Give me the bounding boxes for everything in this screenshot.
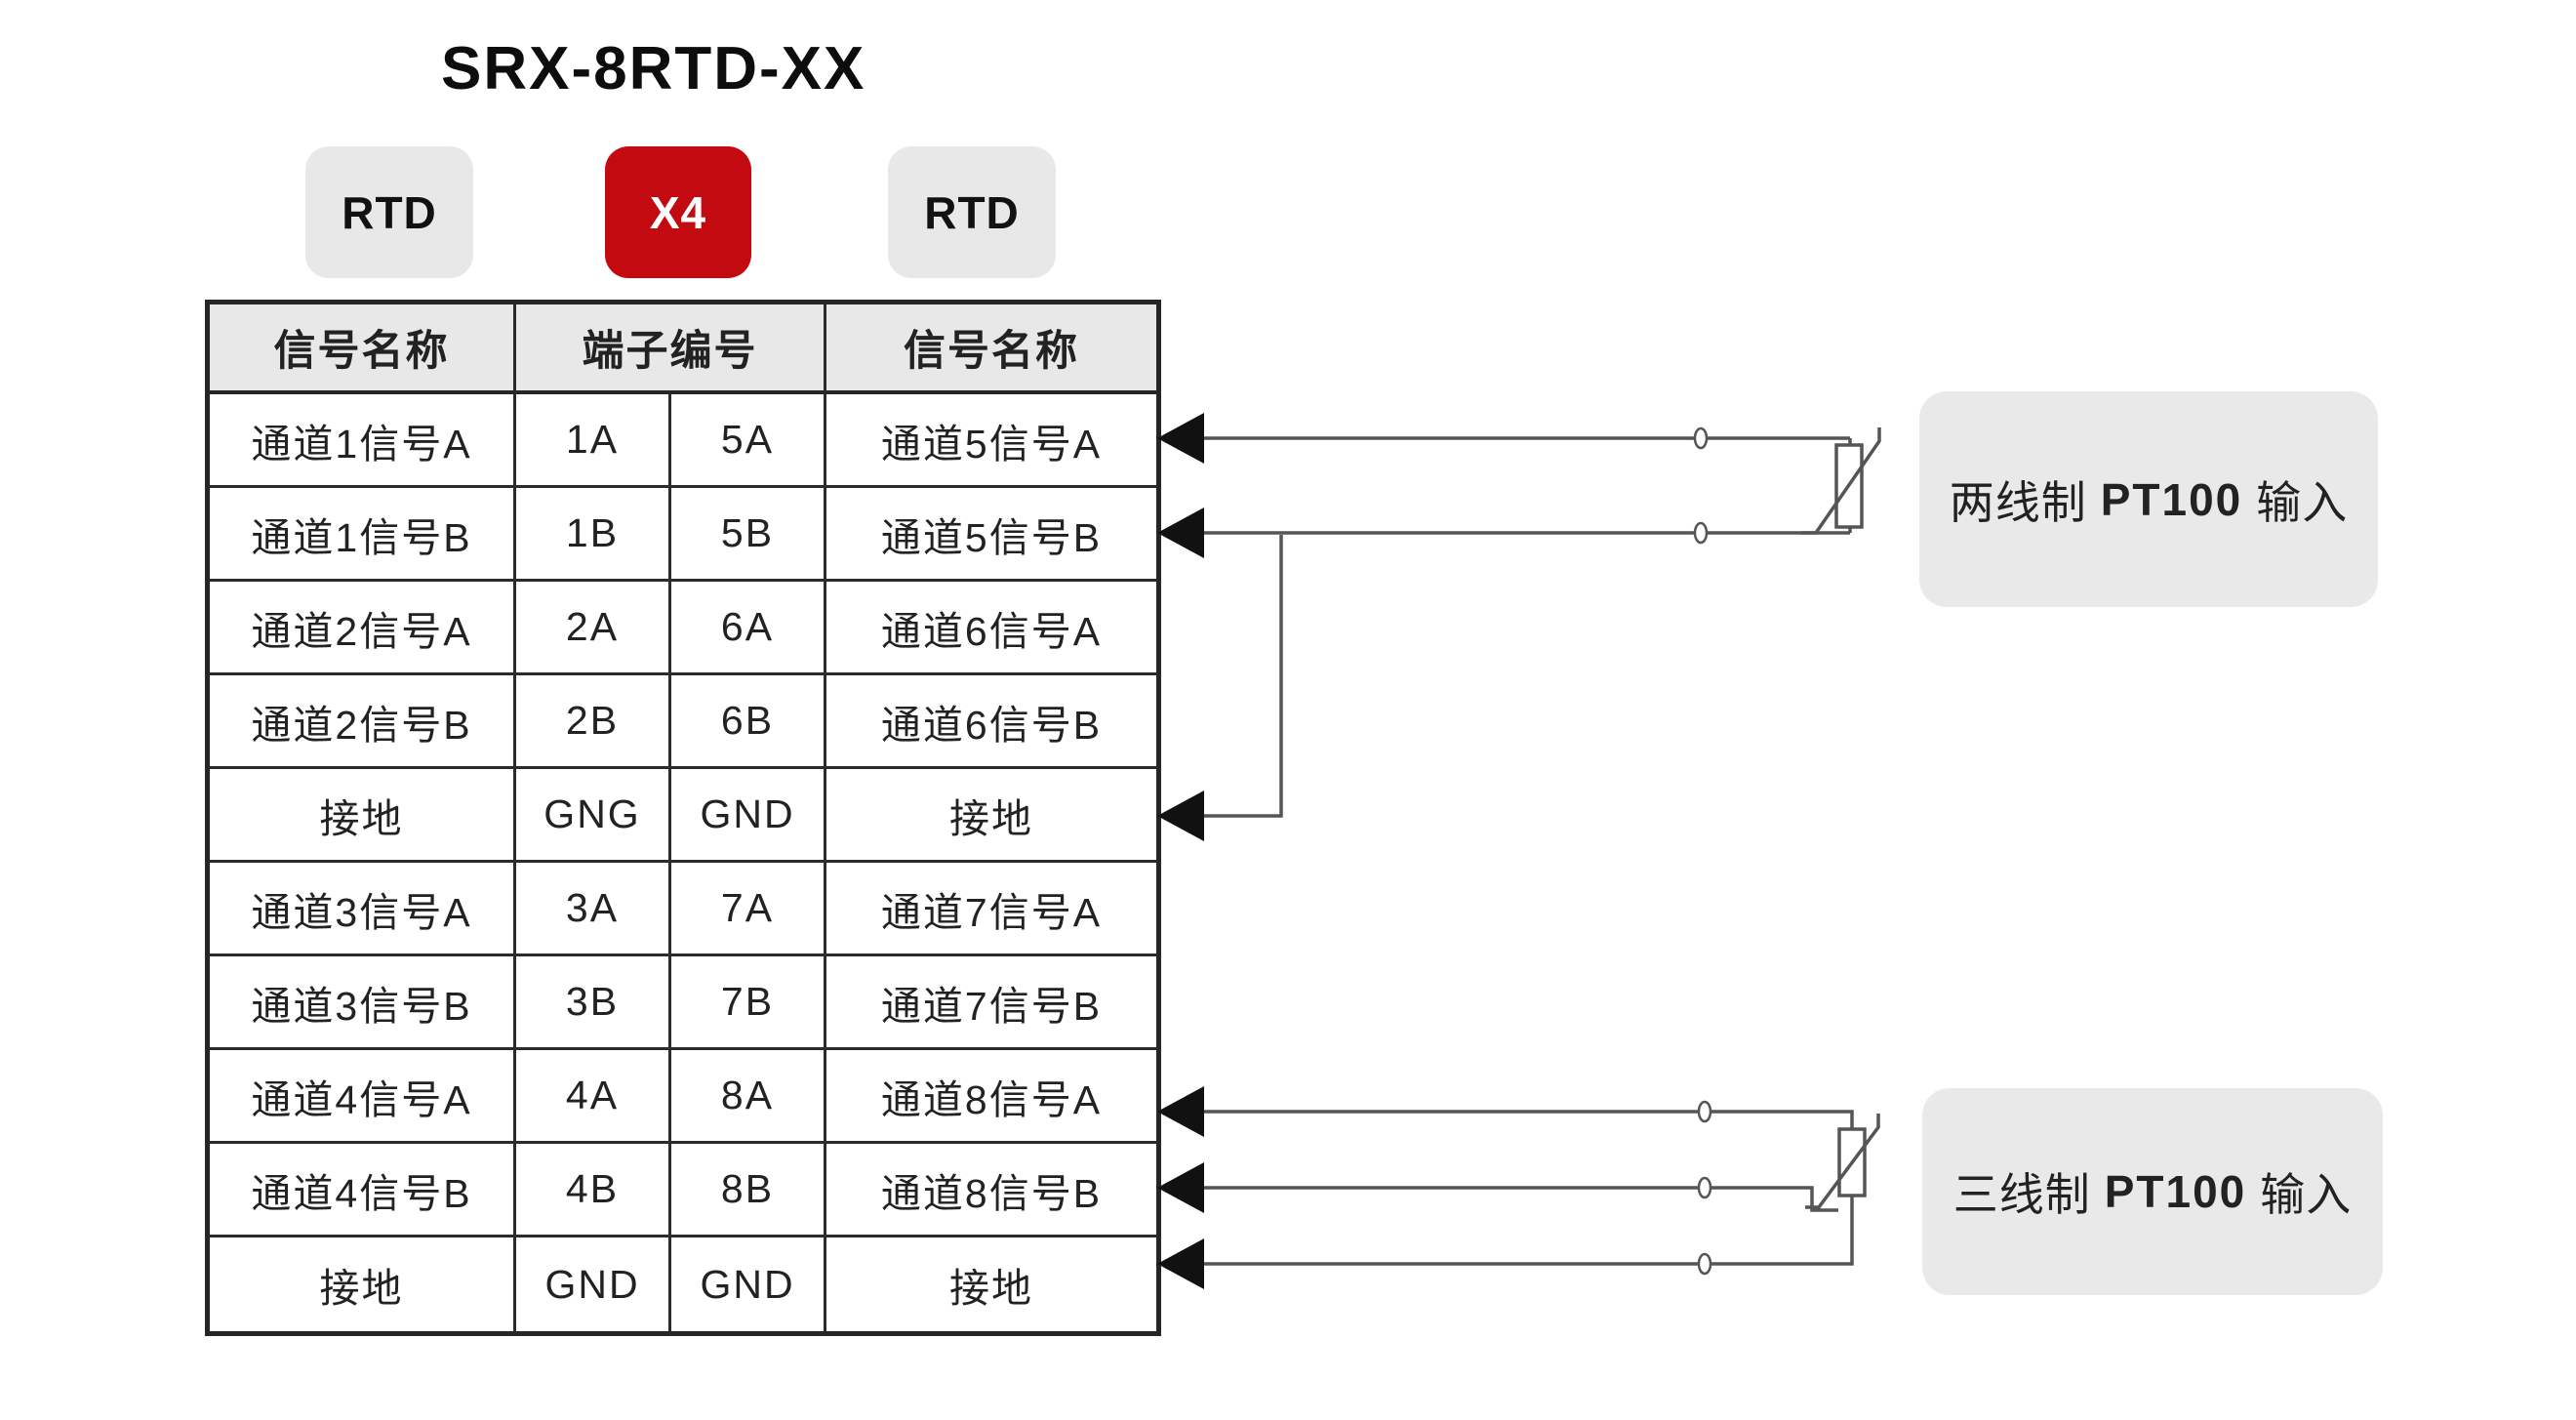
badge-rtd-left: RTD: [305, 146, 473, 278]
two-wire-suffix: 输入: [2256, 476, 2349, 528]
table-cell: 2A: [516, 582, 671, 675]
rtd-diagonal: [1805, 1114, 1880, 1209]
badge-x4-label: X4: [649, 186, 707, 238]
table-cell: 通道7信号A: [826, 863, 1156, 956]
badge-rtd-right-label: RTD: [924, 186, 1020, 238]
wire-terminal-marker: [1693, 426, 1709, 450]
arrowhead-gnd-top: [1157, 791, 1204, 841]
wire-terminal-marker: [1697, 1176, 1712, 1199]
table-cell: 通道6信号A: [826, 582, 1156, 675]
badge-x4: X4: [605, 146, 751, 278]
arrowhead-ch8b: [1157, 1162, 1204, 1213]
table-cell: 通道2信号A: [210, 582, 516, 675]
arrowhead-ch5b: [1157, 507, 1204, 558]
wire-terminal-marker: [1693, 521, 1709, 545]
two-wire-pt100: PT100: [2100, 473, 2243, 525]
table-cell: 1A: [516, 394, 671, 488]
three-wire-circuit: [1176, 1100, 1880, 1276]
wire-ch8a: [1176, 1110, 1854, 1129]
table-cell: 3A: [516, 863, 671, 956]
arrowhead-ch5a: [1157, 413, 1204, 464]
table-cell: 5A: [671, 394, 826, 488]
table-cell: 4B: [516, 1144, 671, 1237]
wire-gnd-branch: [1176, 535, 1283, 818]
table-cell: 通道4信号A: [210, 1050, 516, 1144]
wire-gnd-bottom: [1176, 1196, 1854, 1266]
table-cell: 通道8信号B: [826, 1144, 1156, 1237]
table-cell: 7B: [671, 956, 826, 1050]
page-title: SRX-8RTD-XX: [441, 35, 866, 102]
rtd-sensor-symbol-two-wire: [1801, 427, 1881, 535]
arrowhead-gnd-bottom: [1157, 1238, 1204, 1289]
table-cell: 2B: [516, 675, 671, 769]
wire-terminal-marker: [1697, 1252, 1712, 1276]
badge-rtd-right: RTD: [888, 146, 1056, 278]
table-cell: 1B: [516, 488, 671, 582]
two-wire-circuit: [1176, 426, 1881, 818]
table-cell: 6B: [671, 675, 826, 769]
col-header-signal-right: 信号名称: [826, 304, 1156, 394]
badge-rtd-left-label: RTD: [342, 186, 437, 238]
table-cell: 通道6信号B: [826, 675, 1156, 769]
three-wire-suffix: 输入: [2260, 1169, 2353, 1220]
table-cell: 接地: [210, 1237, 516, 1331]
three-wire-arrowheads: [1157, 1086, 1204, 1289]
rtd-diagonal: [1801, 427, 1881, 535]
three-wire-pt100: PT100: [2104, 1166, 2247, 1217]
table-cell: 接地: [210, 769, 516, 863]
table-cell: 通道5信号A: [826, 394, 1156, 488]
wire-terminal-marker: [1697, 1100, 1712, 1123]
table-cell: 通道5信号B: [826, 488, 1156, 582]
col-header-terminal-number: 端子编号: [516, 304, 826, 394]
two-wire-prefix: 两线制: [1949, 476, 2087, 528]
rtd-body: [1834, 443, 1864, 529]
table-cell: 接地: [826, 769, 1156, 863]
rtd-sensor-symbol-three-wire: [1805, 1114, 1880, 1209]
three-wire-prefix: 三线制: [1952, 1169, 2091, 1220]
table-cell: 7A: [671, 863, 826, 956]
table-cell: 通道7信号B: [826, 956, 1156, 1050]
table-cell: 5B: [671, 488, 826, 582]
table-cell: GNG: [516, 769, 671, 863]
col-header-signal-left: 信号名称: [210, 304, 516, 394]
arrowhead-ch8a: [1157, 1086, 1204, 1137]
table-cell: 6A: [671, 582, 826, 675]
table-cell: GND: [671, 769, 826, 863]
terminal-table: 信号名称 端子编号 信号名称 通道1信号A 1A 5A 通道5信号A 通道1信号…: [205, 300, 1161, 1336]
two-wire-arrowheads: [1157, 413, 1204, 841]
table-cell: 通道8信号A: [826, 1050, 1156, 1144]
table-cell: 通道1信号A: [210, 394, 516, 488]
rtd-body: [1837, 1127, 1867, 1197]
table-cell: 8A: [671, 1050, 826, 1144]
table-cell: 接地: [826, 1237, 1156, 1331]
table-cell: 通道4信号B: [210, 1144, 516, 1237]
table-cell: 8B: [671, 1144, 826, 1237]
table-cell: 通道1信号B: [210, 488, 516, 582]
table-cell: 通道3信号A: [210, 863, 516, 956]
table-cell: 4A: [516, 1050, 671, 1144]
table-cell: GND: [516, 1237, 671, 1331]
table-cell: 3B: [516, 956, 671, 1050]
table-cell: 通道3信号B: [210, 956, 516, 1050]
table-cell: GND: [671, 1237, 826, 1331]
table-cell: 通道2信号B: [210, 675, 516, 769]
three-wire-pt100-label: 三线制 PT100 输入: [1922, 1088, 2383, 1295]
two-wire-pt100-label: 两线制 PT100 输入: [1919, 391, 2378, 607]
wire-ch8b: [1176, 1186, 1838, 1212]
